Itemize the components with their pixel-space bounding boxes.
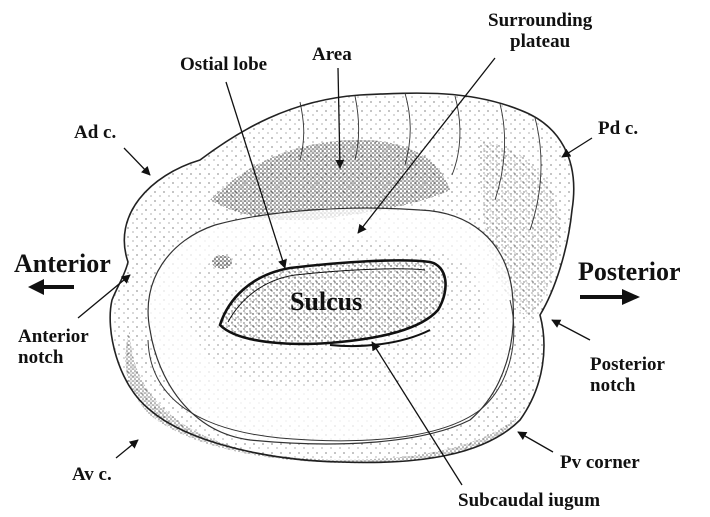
posterior-arrow-head (622, 289, 640, 305)
leader-ad-corner (124, 148, 150, 175)
subcaudal-iugum-label: Subcaudal iugum (458, 490, 600, 511)
leader-av-corner (116, 440, 138, 458)
surrounding-plateau-line2: plateau (488, 31, 592, 52)
posterior-notch-line1: Posterior (590, 354, 665, 375)
anterior-arrow-head (28, 279, 44, 295)
ostial-spot (212, 255, 232, 269)
anterior-notch-line2: notch (18, 347, 89, 368)
pv-corner-label: Pv corner (560, 452, 640, 473)
ad-corner-label: Ad c. (74, 122, 116, 143)
posterior-notch-line2: notch (590, 375, 665, 396)
anterior-notch-label: Anterior notch (18, 326, 89, 368)
leader-pd-corner (562, 138, 592, 157)
leader-posterior-notch (552, 320, 590, 340)
posterior-notch-label: Posterior notch (590, 354, 665, 396)
area-label: Area (312, 44, 352, 65)
ostial-lobe-label: Ostial lobe (180, 54, 267, 75)
surrounding-plateau-line1: Surrounding (488, 10, 592, 31)
sulcus-label: Sulcus (290, 288, 362, 316)
anterior-label: Anterior (14, 250, 111, 278)
leader-pv-corner (518, 432, 553, 452)
anterior-notch-line1: Anterior (18, 326, 89, 347)
av-corner-label: Av c. (72, 464, 112, 485)
pd-corner-label: Pd c. (598, 118, 638, 139)
surrounding-plateau-label: Surrounding plateau (488, 10, 592, 52)
posterior-label: Posterior (578, 258, 681, 286)
